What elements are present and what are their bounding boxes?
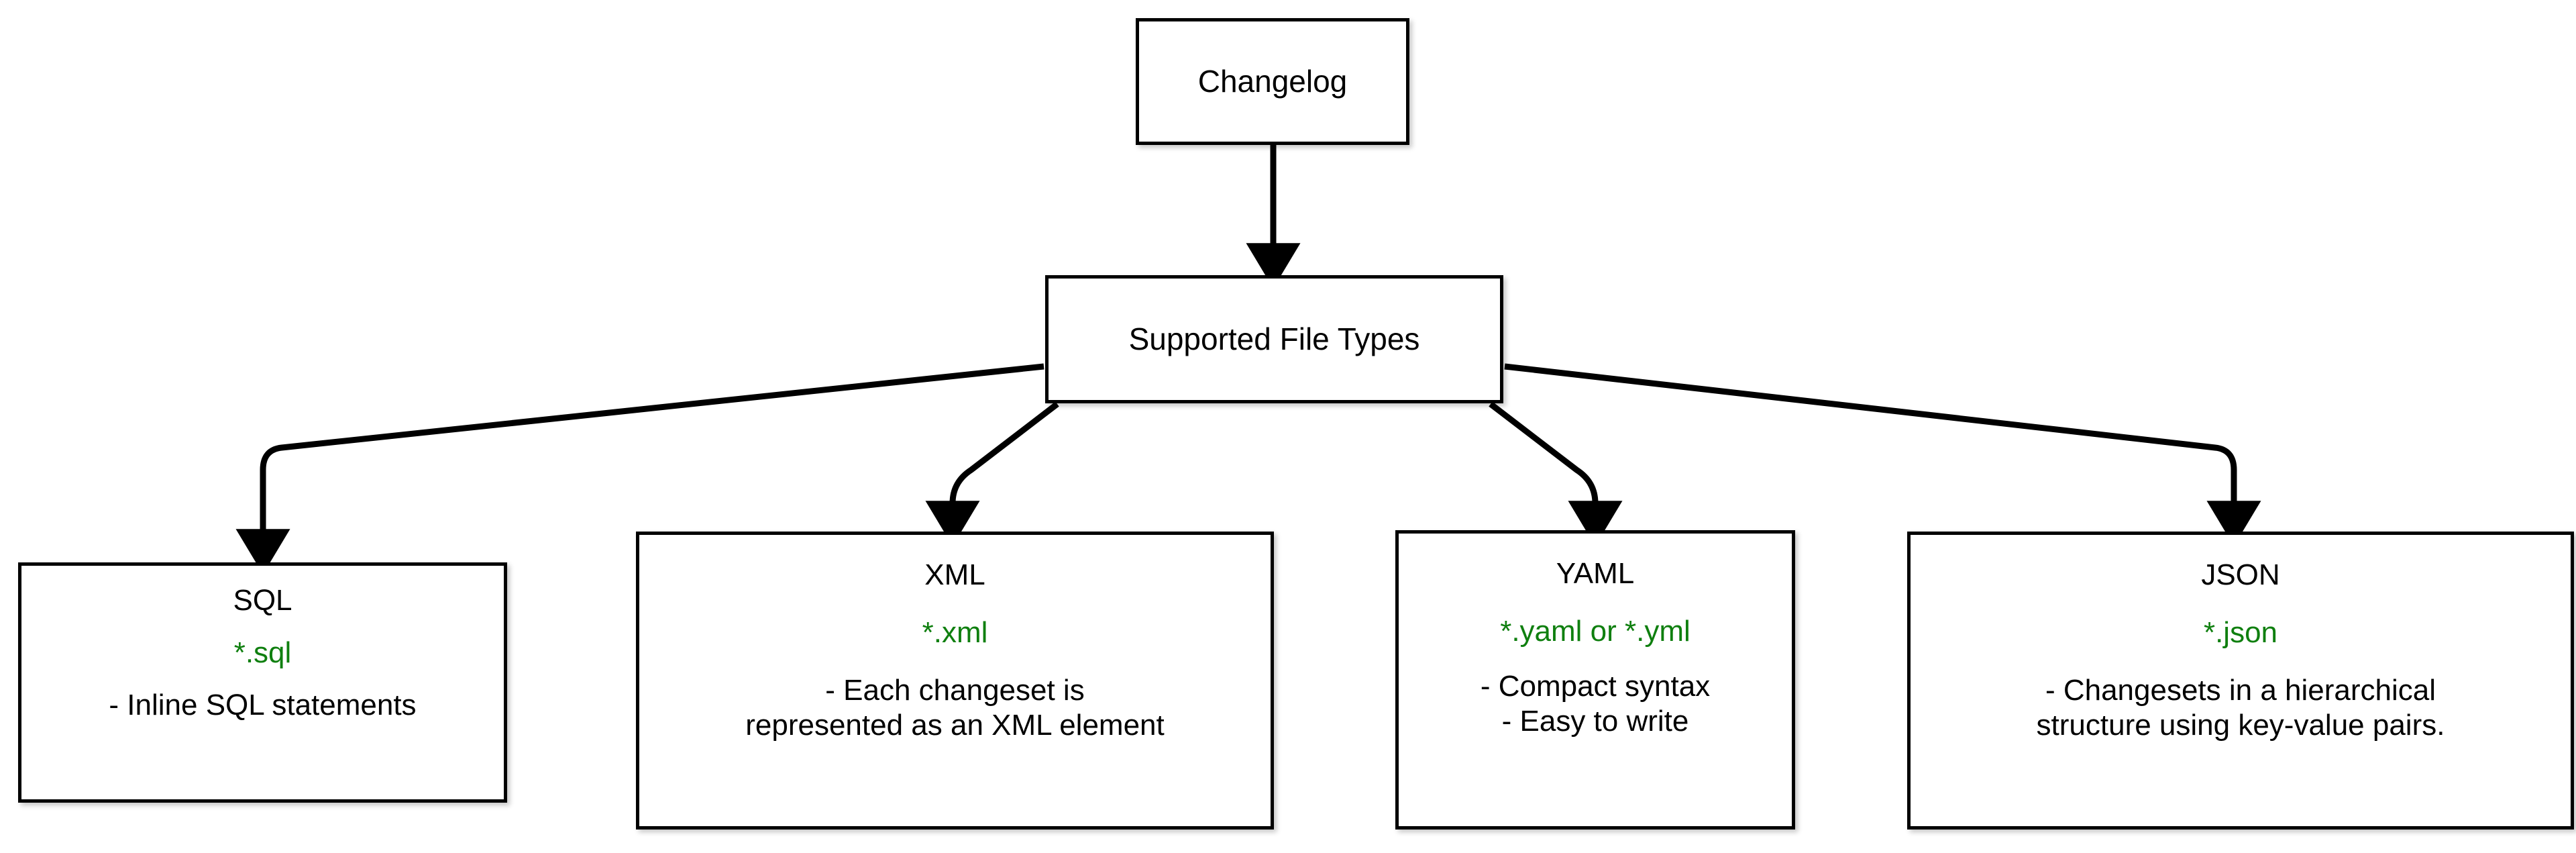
node-json[interactable]: JSON *.json - Changesets in a hierarchic… xyxy=(1907,532,2574,830)
node-xml-description-line-2: represented as an XML element xyxy=(745,708,1165,742)
node-supported-file-types[interactable]: Supported File Types xyxy=(1045,275,1503,403)
node-changelog[interactable]: Changelog xyxy=(1136,18,1409,145)
node-xml-description-line-1: - Each changeset is xyxy=(825,673,1085,707)
node-sql[interactable]: SQL *.sql - Inline SQL statements xyxy=(18,562,507,803)
node-xml-extension: *.xml xyxy=(922,615,988,649)
node-yaml-title: YAML xyxy=(1556,557,1635,590)
node-sql-extension: *.sql xyxy=(233,636,292,669)
edge-supported-to-xml xyxy=(925,401,1059,546)
node-sql-description-line-1: - Inline SQL statements xyxy=(109,688,417,721)
node-changelog-label: Changelog xyxy=(1197,64,1348,99)
node-yaml-description-line-2: - Easy to write xyxy=(1501,704,1689,738)
node-json-extension: *.json xyxy=(2203,615,2278,649)
node-yaml[interactable]: YAML *.yaml or *.yml - Compact syntax - … xyxy=(1395,530,1795,830)
node-xml-title: XML xyxy=(924,558,985,591)
node-yaml-extension: *.yaml or *.yml xyxy=(1500,614,1690,648)
edge-supported-to-sql xyxy=(235,363,1044,574)
node-json-title: JSON xyxy=(2201,558,2280,591)
node-json-description-line-2: structure using key-value pairs. xyxy=(2036,708,2445,742)
edge-supported-to-json xyxy=(1504,363,2261,546)
node-supported-file-types-label: Supported File Types xyxy=(1128,321,1420,357)
node-sql-title: SQL xyxy=(233,584,292,617)
node-xml[interactable]: XML *.xml - Each changeset is represente… xyxy=(636,532,1274,830)
node-json-description-line-1: - Changesets in a hierarchical xyxy=(2045,673,2436,707)
edge-supported-to-yaml xyxy=(1489,401,1623,546)
node-yaml-description-line-1: - Compact syntax xyxy=(1480,669,1711,703)
